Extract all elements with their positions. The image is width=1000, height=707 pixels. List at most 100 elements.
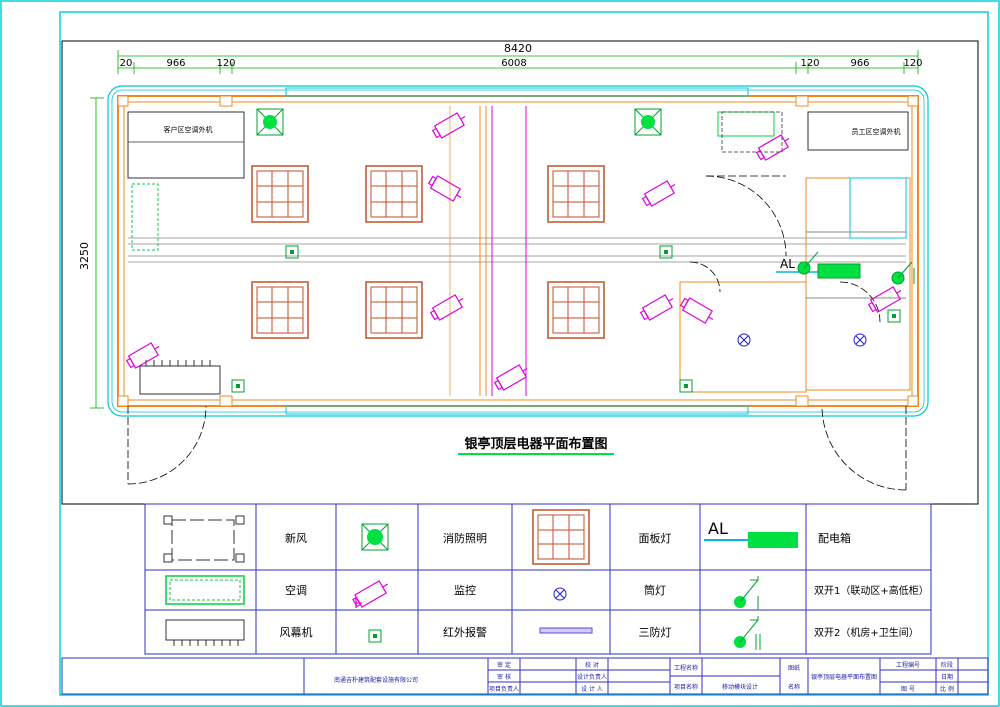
tb-design-lead: 设计负责人 [577,673,607,681]
air-curtain-unit [139,360,221,395]
downlights [737,333,867,347]
tb-drawing-name: 银亭顶层电器平面布置图 [811,673,877,681]
camera-icon [352,580,389,608]
panel-light-icon [547,281,605,339]
company-name: 南通吉朴建筑配套设施有限公司 [334,676,418,684]
legend-label-downlight: 筒灯 [644,583,666,597]
customer-ac-label: 客户区空调外机 [164,125,213,134]
plan-distribution-box: AL [776,257,861,279]
dim-overall: 8420 [504,42,532,55]
legend-label-fire-light: 消防照明 [443,531,487,545]
customer-ac-unit: 客户区空调外机 [127,111,245,179]
tb-project-no: 工程编号 [896,661,920,669]
fire-light-icon [361,523,389,551]
panel-light-icon [251,281,309,339]
staff-ac-unit: 员工区空调外机 [807,111,909,151]
legend-label-fresh-air: 新风 [285,531,307,545]
title-block-text: 南通吉朴建筑配套设施有限公司 审 定 审 核 项目负责人 校 对 设计负责人 设… [334,661,954,693]
camera-icon [427,175,462,202]
infrared-icon [679,379,693,393]
dim-top-2: 966 [166,58,185,69]
panel-light-icon [547,165,605,223]
infrared-icon [887,309,901,323]
camera-icon [639,294,674,321]
dim-top-3: 120 [216,58,235,69]
tb-stage: 阶段 [941,661,953,669]
camera-icon [493,364,528,391]
tb-drawing-no: 图 号 [901,686,915,693]
fire-lights [256,108,662,136]
inner-border [59,11,989,696]
camera-icon [867,286,902,313]
dim-top-6: 966 [850,58,869,69]
air-conditioner-icon [165,575,245,605]
camera-icon [679,297,714,324]
panel-light-icon [532,509,590,565]
cameras [125,112,902,391]
tb-review: 审 核 [497,673,511,681]
partition-wall [449,106,527,396]
distribution-box-icon: AL [704,519,798,548]
camera-icon [431,112,466,139]
air-curtain-icon [165,619,245,646]
tb-project-lead: 项目负责人 [489,685,519,693]
downlight-icon [737,333,751,347]
camera-icon [429,294,464,321]
legend-label-camera: 监控 [454,583,476,597]
legend-label-air-conditioner: 空调 [285,583,307,597]
infrared-icon [285,245,299,259]
door-swings [127,175,907,491]
fire-light-icon [634,108,662,136]
dim-top-5: 120 [800,58,819,69]
tb-project-name-label: 工程名称 [674,664,698,672]
downlight-icon [553,587,567,601]
legend-label-distribution-box: 配电箱 [818,531,851,545]
legend-label-switch-2: 双开2（机房+卫生间） [814,626,919,639]
tb-date: 日期 [941,673,953,681]
legend-table [144,503,932,655]
air-conditioner-unit [131,183,159,251]
title-block [61,657,989,695]
legend-al-label: AL [708,519,728,538]
panel-light-icon [365,165,423,223]
tb-item-name-label: 项目名称 [674,683,698,691]
legend-symbols: AL [163,509,798,650]
tb-name-label: 名称 [788,683,800,691]
dim-top-7: 120 [903,58,922,69]
fire-light-icon [256,108,284,136]
right-rooms [679,177,911,393]
tb-item-name: 移动模块设计 [722,683,758,691]
staff-ac-label: 员工区空调外机 [852,127,901,136]
duct-lines [128,237,906,263]
camera-icon [125,342,160,369]
plan-al-label: AL [780,257,795,271]
dim-height: 3250 [78,242,91,270]
infrared-icon [368,629,382,643]
tb-approve: 审 定 [497,661,511,669]
legend-label-air-curtain: 风幕机 [280,625,313,639]
camera-icon [641,180,676,207]
plan-switches [797,251,915,285]
fresh-air-icon [163,515,245,563]
switch-2-icon [734,616,761,650]
legend-labels: 新风 消防照明 面板灯 配电箱 空调 监控 筒灯 双开1（联动区+高低柜） 风幕… [280,531,929,639]
legend-label-panel-light: 面板灯 [639,531,672,545]
drawing-title: 银亭顶层电器平面布置图 [464,436,607,452]
tb-drawing-label: 图纸 [788,664,800,672]
switch-1-icon [734,576,759,610]
dim-top-4: 6008 [501,58,526,69]
air-conditioner-unit-2 [717,111,775,137]
dim-top-1: 20 [120,58,133,69]
dimension-lines [90,50,919,409]
infrared-icon [231,379,245,393]
legend-label-switch-1: 双开1（联动区+高低柜） [814,584,929,597]
panel-lights [251,165,605,339]
building-outline [107,85,929,417]
tb-scale: 比 例 [940,685,954,693]
tb-check: 校 对 [585,661,599,669]
tri-proof-icon [539,627,593,634]
infrared-icon [659,245,673,259]
dimension-text: 8420 20 966 120 6008 120 966 120 3250 [78,42,923,270]
